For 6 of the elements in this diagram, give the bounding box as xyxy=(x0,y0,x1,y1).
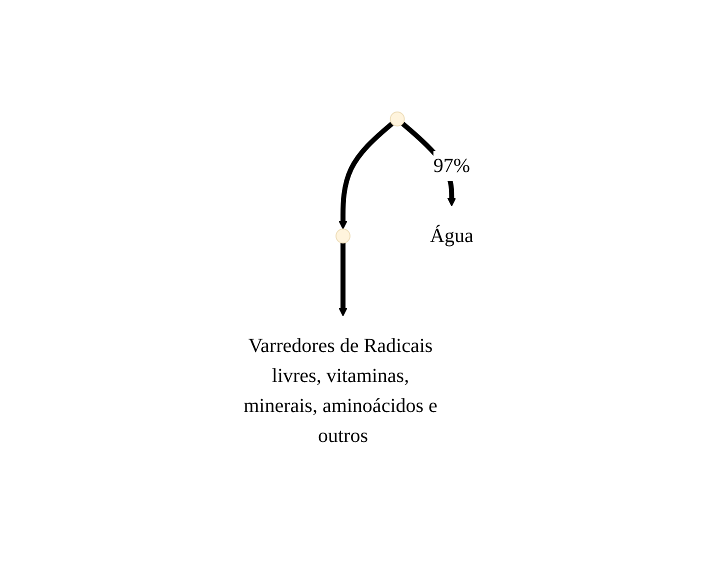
arrow-vertex xyxy=(336,228,351,244)
node-text: Varredores de Radicais livres, vitaminas, minerais, aminoácidos e outros xyxy=(244,335,438,447)
arrow xyxy=(338,122,394,230)
arrow xyxy=(338,243,348,316)
arrow-vertex xyxy=(390,112,406,126)
node-text: Água xyxy=(430,225,474,247)
